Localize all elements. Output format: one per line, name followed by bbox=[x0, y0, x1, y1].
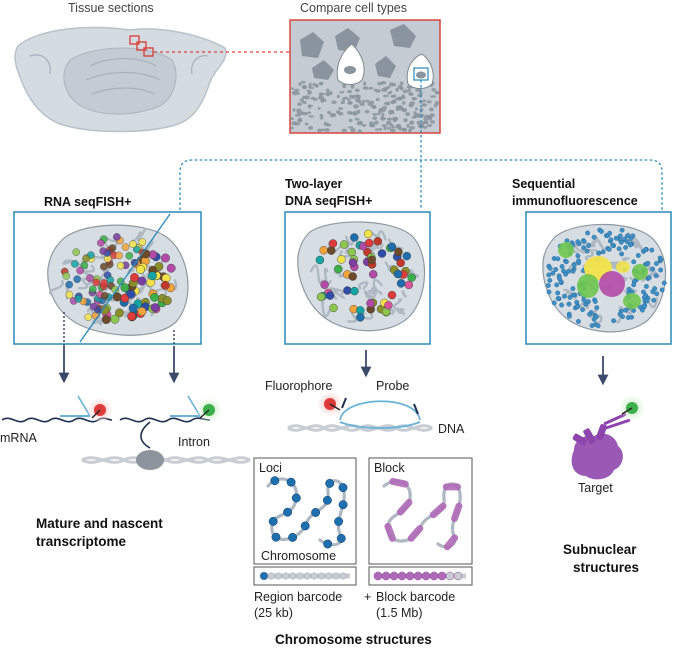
rna-split-line bbox=[79, 213, 171, 343]
antibody-target-illustration bbox=[571, 396, 644, 480]
panel-connector-lines bbox=[179, 80, 663, 210]
region-barcode-size: (25 kb) bbox=[254, 606, 293, 620]
dna-loci-dots bbox=[315, 229, 416, 322]
plus-sign: + bbox=[364, 590, 371, 604]
rna-caption-line2: transcriptome bbox=[36, 534, 127, 549]
mrna-label: mRNA bbox=[0, 431, 37, 445]
chromosome-label: Chromosome bbox=[261, 549, 336, 563]
rna-caption-line1: Mature and nascent bbox=[36, 516, 163, 531]
region-barcode-label: Region barcode bbox=[254, 590, 342, 604]
block-markers bbox=[384, 478, 463, 551]
dna-probe-illustration bbox=[287, 392, 433, 432]
mrna-probe-illustration bbox=[1, 395, 113, 423]
immunofluorescence-title-line2: immunofluorescence bbox=[512, 194, 638, 208]
loci-box bbox=[253, 457, 357, 565]
fluorophore-label: Fluorophore bbox=[265, 379, 332, 393]
intron-label: Intron bbox=[178, 435, 210, 449]
block-barcode-label: Block barcode bbox=[376, 590, 455, 604]
intron-probe-illustration bbox=[119, 395, 221, 449]
cell-types-box bbox=[289, 19, 441, 134]
rna-seqfish-title: RNA seqFISH+ bbox=[44, 195, 131, 209]
tissue-sections-label: Tissue sections bbox=[68, 1, 154, 15]
target-label: Target bbox=[578, 481, 613, 495]
rna-transcript-dots bbox=[60, 233, 176, 324]
dna-seqfish-title-line1: Two-layer bbox=[285, 177, 343, 191]
region-barcode-strip bbox=[253, 566, 357, 586]
if-caption-line1: Subnuclear bbox=[563, 542, 637, 557]
block-barcode-strip bbox=[368, 566, 473, 586]
compare-cell-types-label: Compare cell types bbox=[300, 1, 407, 15]
tissue-section-illustration bbox=[14, 26, 227, 133]
dna-label: DNA bbox=[438, 422, 465, 436]
tissue-region-boxes bbox=[129, 35, 154, 57]
loci-markers bbox=[268, 476, 348, 549]
dna-caption: Chromosome structures bbox=[275, 632, 432, 647]
immunofluorescence-title-line1: Sequential bbox=[512, 177, 575, 191]
if-caption-line2: structures bbox=[573, 560, 639, 575]
block-barcode-size: (1.5 Mb) bbox=[376, 606, 423, 620]
loci-label: Loci bbox=[259, 461, 282, 475]
dna-seqfish-title-line2: DNA seqFISH+ bbox=[285, 194, 372, 208]
if-subnuclear-bodies bbox=[558, 242, 648, 309]
block-label: Block bbox=[374, 461, 405, 475]
probe-label: Probe bbox=[376, 379, 409, 393]
rna-polymerase-dna bbox=[81, 450, 251, 470]
